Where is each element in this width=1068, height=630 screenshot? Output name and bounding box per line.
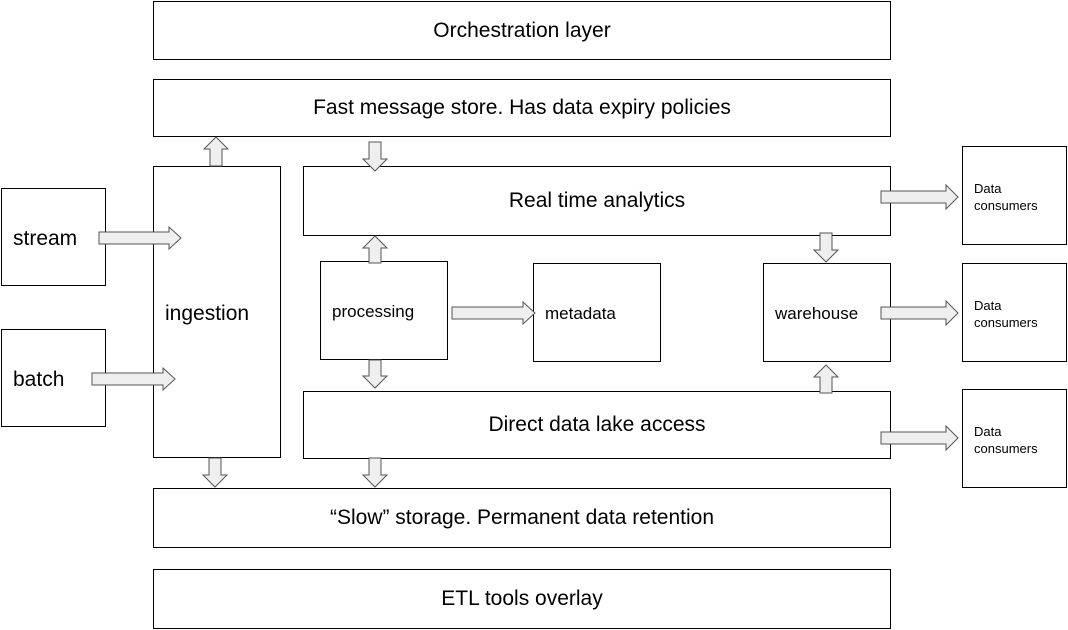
direct-data-lake-label: Direct data lake access bbox=[488, 413, 706, 436]
etl-tools-overlay-label: ETL tools overlay bbox=[441, 587, 603, 610]
data-consumers-line1: Data bbox=[974, 424, 1002, 439]
processing-label: processing bbox=[332, 302, 415, 321]
warehouse-label: warehouse bbox=[775, 304, 859, 323]
arrow-warehouse-to-consumers bbox=[880, 299, 959, 327]
data-consumers-label: Data consumers bbox=[974, 423, 1038, 457]
data-consumers-line2: consumers bbox=[974, 441, 1038, 456]
batch-label: batch bbox=[13, 368, 65, 391]
stream-label: stream bbox=[13, 227, 78, 250]
batch-box: batch bbox=[1, 329, 106, 427]
arrow-realtime-to-consumers bbox=[880, 183, 959, 211]
direct-data-lake-box: Direct data lake access bbox=[303, 391, 891, 459]
stream-box: stream bbox=[1, 188, 106, 286]
ingestion-box: ingestion bbox=[153, 166, 281, 458]
data-consumers-line2: consumers bbox=[974, 198, 1038, 213]
arrow-ingestion-to-fast-store bbox=[202, 136, 230, 167]
metadata-box: metadata bbox=[533, 263, 661, 362]
arrow-realtime-to-warehouse bbox=[812, 232, 840, 263]
data-consumers-box: Data consumers bbox=[962, 146, 1067, 245]
etl-tools-overlay-box: ETL tools overlay bbox=[153, 569, 891, 629]
arrow-datalake-to-consumers bbox=[880, 424, 959, 452]
data-consumers-line1: Data bbox=[974, 181, 1002, 196]
orchestration-layer-label: Orchestration layer bbox=[433, 18, 611, 42]
arrow-datalake-to-slow-storage bbox=[361, 457, 389, 488]
processing-box: processing bbox=[320, 261, 448, 360]
data-consumers-line2: consumers bbox=[974, 315, 1038, 330]
data-consumers-box: Data consumers bbox=[962, 389, 1067, 488]
arrow-ingestion-to-slow-storage bbox=[201, 457, 229, 488]
warehouse-box: warehouse bbox=[763, 263, 891, 362]
slow-storage-box: “Slow” storage. Permanent data retention bbox=[153, 488, 891, 548]
orchestration-layer-box: Orchestration layer bbox=[153, 1, 891, 60]
real-time-analytics-label: Real time analytics bbox=[508, 189, 686, 212]
arrow-fast-store-to-realtime bbox=[361, 141, 389, 172]
data-consumers-line1: Data bbox=[974, 298, 1002, 313]
arrow-batch-to-ingestion bbox=[91, 366, 176, 392]
arrow-stream-to-ingestion bbox=[98, 225, 182, 251]
arrow-datalake-to-warehouse bbox=[812, 364, 840, 394]
fast-message-store-label: Fast message store. Has data expiry poli… bbox=[313, 96, 731, 119]
arrow-processing-to-datalake bbox=[361, 359, 389, 389]
arrow-processing-to-realtime bbox=[361, 235, 389, 264]
real-time-analytics-box: Real time analytics bbox=[303, 166, 891, 236]
data-consumers-label: Data consumers bbox=[974, 180, 1038, 214]
data-consumers-box: Data consumers bbox=[962, 263, 1067, 362]
metadata-label: metadata bbox=[545, 304, 616, 323]
fast-message-store-box: Fast message store. Has data expiry poli… bbox=[153, 79, 891, 137]
data-consumers-label: Data consumers bbox=[974, 297, 1038, 331]
ingestion-label: ingestion bbox=[165, 302, 250, 325]
arrow-processing-to-metadata bbox=[451, 300, 536, 326]
slow-storage-label: “Slow” storage. Permanent data retention bbox=[329, 506, 715, 529]
